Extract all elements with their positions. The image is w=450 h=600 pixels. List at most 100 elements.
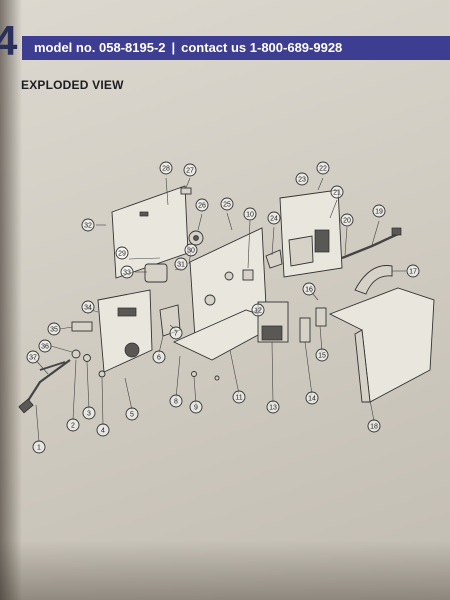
svg-text:23: 23	[298, 177, 306, 184]
callout-25: 25	[220, 197, 234, 211]
svg-text:14: 14	[308, 396, 316, 403]
svg-text:3: 3	[87, 411, 91, 418]
svg-text:10: 10	[246, 212, 254, 219]
callout-18: 18	[367, 419, 381, 433]
svg-text:12: 12	[254, 308, 262, 315]
svg-text:20: 20	[343, 218, 351, 225]
svg-text:32: 32	[84, 223, 92, 230]
svg-text:37: 37	[29, 355, 37, 362]
svg-text:19: 19	[375, 209, 383, 216]
outer-casing	[328, 287, 435, 403]
callout-28: 28	[159, 161, 173, 175]
fan-hub	[193, 235, 199, 241]
callout-2: 2	[66, 418, 80, 432]
model-banner: model no. 058-8195-2|contact us 1-800-68…	[22, 36, 450, 60]
power-cord	[341, 232, 399, 260]
nut-4	[98, 370, 106, 378]
svg-text:31: 31	[177, 262, 185, 269]
svg-text:11: 11	[235, 395, 242, 402]
ground-clamp	[18, 398, 34, 414]
panel-hole-1	[204, 294, 216, 306]
svg-text:36: 36	[41, 344, 49, 351]
svg-text:28: 28	[162, 166, 170, 173]
callout-20: 20	[340, 213, 354, 227]
terminal-plate	[288, 235, 314, 267]
svg-text:29: 29	[118, 251, 126, 258]
svg-text:16: 16	[305, 287, 313, 294]
callout-22: 22	[316, 161, 330, 175]
callout-11: 11	[232, 390, 246, 404]
svg-text:5: 5	[130, 412, 134, 419]
callout-4: 4	[96, 423, 110, 437]
svg-text:13: 13	[269, 405, 277, 412]
callout-14: 14	[305, 391, 319, 405]
carry-handle	[354, 265, 393, 295]
callout-3: 3	[82, 406, 96, 420]
svg-text:18: 18	[370, 424, 378, 431]
screw-9	[191, 371, 197, 377]
page-shadow-left	[0, 0, 22, 600]
callout-32: 32	[81, 218, 95, 232]
svg-text:22: 22	[319, 166, 327, 173]
svg-text:2: 2	[71, 423, 75, 430]
callout-29: 29	[115, 246, 129, 260]
switch-block	[242, 269, 254, 281]
callout-30: 30	[184, 243, 198, 257]
callout-24: 24	[267, 211, 281, 225]
rear-vent	[314, 229, 330, 253]
svg-text:25: 25	[223, 202, 231, 209]
knob-assembly	[144, 263, 168, 283]
svg-text:34: 34	[84, 305, 92, 312]
front-panel	[97, 289, 153, 373]
panel-hole-2	[224, 271, 234, 281]
plug	[391, 227, 402, 236]
svg-text:35: 35	[50, 327, 58, 334]
callout-7: 7	[169, 326, 183, 340]
callout-5: 5	[125, 407, 139, 421]
callout-27: 27	[183, 163, 197, 177]
transformer-coil	[261, 325, 283, 341]
svg-text:6: 6	[157, 355, 161, 362]
contact-phone: contact us 1-800-689-9928	[181, 40, 343, 55]
section-title: EXPLODED VIEW	[21, 78, 124, 92]
callout-17: 17	[406, 264, 420, 278]
terminal-block	[315, 307, 327, 327]
svg-text:4: 4	[101, 428, 105, 435]
svg-text:17: 17	[409, 269, 417, 276]
callout-15: 15	[315, 348, 329, 362]
svg-text:27: 27	[186, 168, 194, 175]
callout-36: 36	[38, 339, 52, 353]
svg-text:26: 26	[198, 203, 206, 210]
svg-text:1: 1	[37, 445, 41, 452]
svg-text:21: 21	[333, 190, 341, 197]
svg-text:8: 8	[174, 399, 178, 406]
connector-3	[83, 354, 91, 362]
callout-1: 1	[32, 440, 46, 454]
banner-separator: |	[171, 40, 176, 55]
connector-2	[71, 349, 81, 359]
relay	[299, 317, 311, 343]
front-display	[117, 307, 137, 317]
screw-11	[214, 375, 220, 381]
cover-vent	[139, 211, 149, 217]
callout-34: 34	[81, 300, 95, 314]
cover-clip	[180, 187, 192, 195]
callout-16: 16	[302, 282, 316, 296]
rear-panel	[279, 189, 343, 278]
callout-37: 37	[26, 350, 40, 364]
callout-9: 9	[189, 400, 203, 414]
svg-text:15: 15	[318, 353, 326, 360]
callout-21: 21	[330, 185, 344, 199]
callout-26: 26	[195, 198, 209, 212]
front-dial	[124, 342, 140, 358]
svg-text:9: 9	[194, 405, 198, 412]
callout-13: 13	[266, 400, 280, 414]
torch-cable	[39, 361, 66, 371]
page-shadow-bottom	[0, 540, 450, 600]
bracket	[265, 249, 283, 269]
page-number: 4	[0, 17, 18, 64]
svg-text:33: 33	[123, 270, 131, 277]
callout-19: 19	[372, 204, 386, 218]
